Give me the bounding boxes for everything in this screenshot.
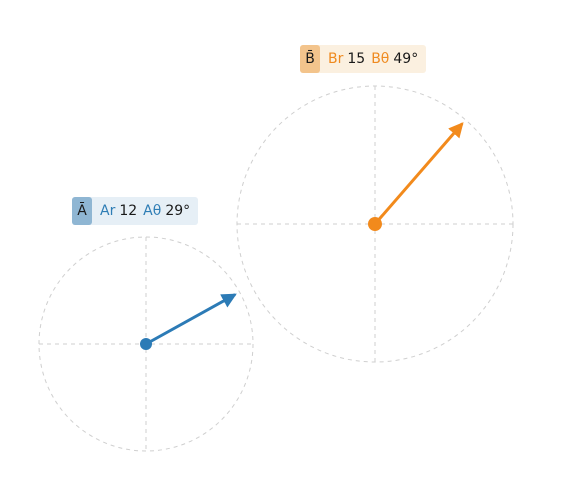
vector-b-theta-label: Bθ (371, 51, 390, 67)
vector-a-origin-handle[interactable] (140, 338, 152, 350)
vector-b-symbol: B̄ (300, 45, 320, 73)
vector-a-symbol: Ā (72, 197, 92, 225)
vector-b-origin-handle[interactable] (368, 217, 382, 231)
vector-b-r-label: Br (328, 51, 344, 67)
vector-b-arrow[interactable] (373, 122, 464, 226)
vector-a-r-value: 12 (119, 203, 138, 219)
vector-a-arrow[interactable] (144, 293, 237, 346)
vector-a-range-circle (38, 236, 254, 452)
vector-b-theta-value: 49° (393, 51, 419, 67)
vector-b-r-value: 15 (347, 51, 366, 67)
vector-a-label: Ā Ar 12 Aθ 29° (72, 197, 199, 225)
vector-a-r-label: Ar (100, 203, 116, 219)
vector-a-theta-value: 29° (165, 203, 191, 219)
vector-b-label: B̄ Br 15 Bθ 49° (300, 45, 427, 73)
vector-a-theta-label: Aθ (143, 203, 162, 219)
